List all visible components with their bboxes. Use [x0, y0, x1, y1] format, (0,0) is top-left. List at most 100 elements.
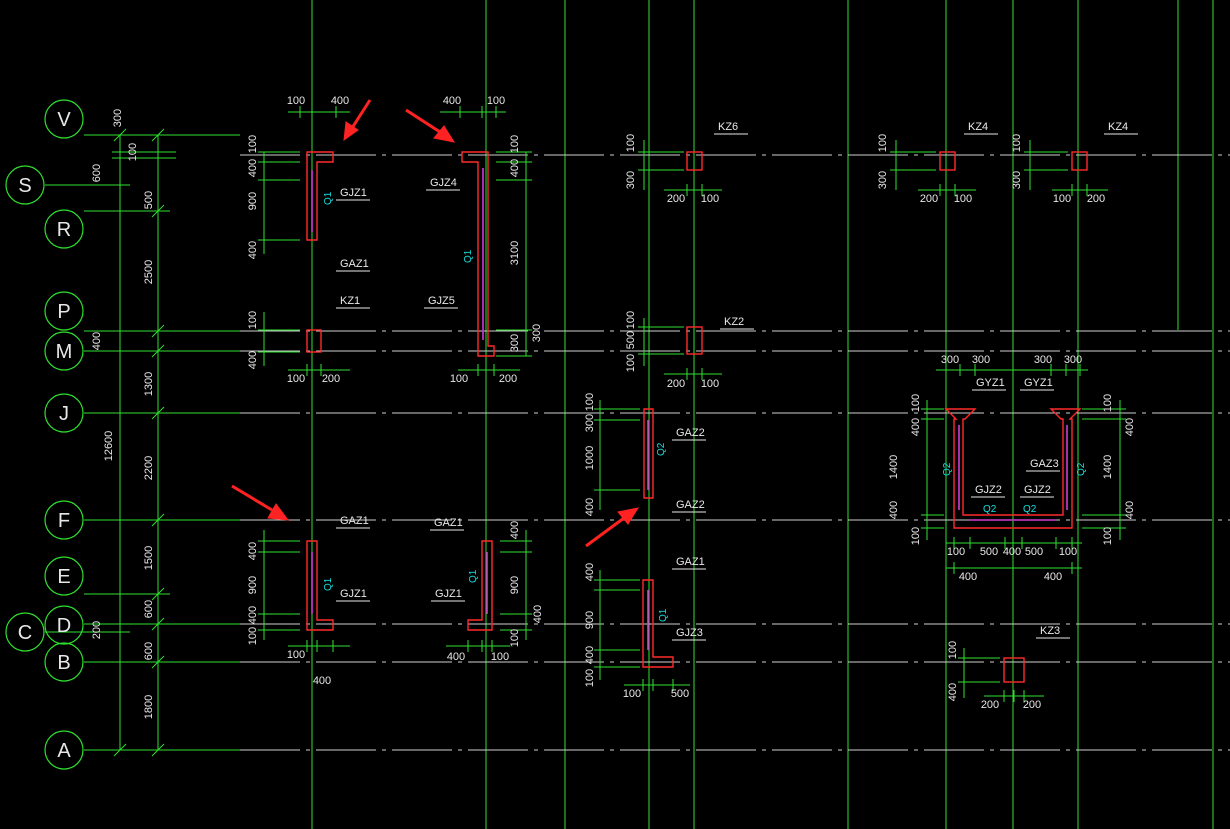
dimension-text: 100 [1053, 193, 1071, 205]
component-label: GJZ5 [428, 295, 455, 307]
component-tag: GJZ1 [336, 588, 370, 602]
dimension-text: 600 [143, 642, 155, 660]
component-tag: Q2 [1076, 462, 1087, 476]
axis-bubble-circle [5, 612, 45, 652]
dimension-text: 100 [509, 629, 521, 647]
wall-label: Q1 [323, 577, 334, 591]
dimension-text: 400 [1003, 546, 1021, 558]
dimension-text: 500 [1025, 546, 1043, 558]
dimension-text: 300 [625, 171, 637, 189]
axis-bubble-circle [44, 730, 84, 770]
axis-bubble-circle [44, 209, 84, 249]
dimension-text: 100 [623, 688, 641, 700]
dimension-text: 100 [487, 95, 505, 107]
axis-label: A [57, 740, 71, 762]
component-tag: Q1 [323, 577, 334, 591]
component-label: GJZ1 [340, 588, 367, 600]
axis-bubble-circle [44, 500, 84, 540]
vertical-grid-lines [311, 0, 1214, 829]
axis-bubble-circle [44, 291, 84, 331]
dimension-text: 100 [701, 193, 719, 205]
dimension-text: 200 [920, 193, 938, 205]
axis-bubble-P: P [44, 291, 84, 331]
dimension-text: 900 [584, 611, 596, 629]
component-label: GJZ1 [435, 588, 462, 600]
axis-bubble-M: M [44, 331, 84, 371]
component-tag: Q2 [656, 442, 667, 456]
dimension-text: 300 [531, 324, 543, 342]
dimension-text: 200 [91, 621, 103, 639]
axis-bubble-circle [44, 556, 84, 596]
dimension-text: 100 [947, 546, 965, 558]
dimension-text: 300 [972, 354, 990, 366]
axis-label: R [57, 219, 71, 241]
component-tag: GAZ1 [336, 258, 370, 272]
component-tag: Q1 [658, 608, 669, 622]
detail-dimension-lines [258, 106, 1126, 702]
dimension-text: 100 [287, 649, 305, 661]
dimension-text: 200 [981, 699, 999, 711]
dimension-text: 300 [1064, 354, 1082, 366]
dimension-text: 400 [888, 501, 900, 519]
axis-bubble-circle [44, 642, 84, 682]
component-tag: GAZ2 [672, 427, 706, 441]
dimension-text: 100 [910, 394, 922, 412]
component-label: GAZ2 [676, 499, 705, 511]
dimension-text: 400 [947, 683, 959, 701]
dimension-texts: 3001006005002500400130012600220015006002… [91, 95, 1136, 719]
component-label: GYZ1 [976, 377, 1005, 389]
dimension-text: 200 [499, 373, 517, 385]
dimension-text: 500 [671, 688, 689, 700]
dimension-text: 400 [584, 563, 596, 581]
component-tag: Q1 [463, 249, 474, 263]
component-tag: Q1 [323, 191, 334, 205]
component-label: GAZ1 [340, 515, 369, 527]
red-arrow-3 [231, 484, 290, 521]
dimension-text: 100 [954, 193, 972, 205]
dimension-text: 100 [450, 373, 468, 385]
axis-label: F [58, 510, 70, 532]
component-tag: KZ4 [1104, 121, 1138, 135]
dimension-text: 400 [443, 95, 461, 107]
dimension-text: 2500 [143, 260, 155, 284]
wall-label: Q2 [942, 462, 953, 476]
wall-label: Q2 [1023, 504, 1037, 515]
dimension-text: 300 [584, 414, 596, 432]
axis-leader-lines [45, 134, 240, 751]
component-tag: GYZ1 [1020, 377, 1054, 391]
component-tag: Q1 [468, 569, 479, 583]
dimension-text: 100 [287, 95, 305, 107]
dimension-text: 400 [1124, 418, 1136, 436]
wall-label: Q2 [1076, 462, 1087, 476]
dimension-text: 400 [1044, 571, 1062, 583]
dimension-text: 400 [331, 95, 349, 107]
left-dimension-chains [112, 128, 176, 757]
dimension-text: 100 [625, 134, 637, 152]
dimension-text: 1000 [584, 446, 596, 470]
dimension-text: 2200 [143, 456, 155, 480]
dimension-text: 600 [91, 164, 103, 182]
dimension-text: 100 [509, 135, 521, 153]
axis-bubble-circle [44, 605, 84, 645]
red-arrow-2 [405, 108, 456, 143]
dimension-text: 400 [910, 418, 922, 436]
component-label: KZ1 [340, 295, 360, 307]
axis-bubble-C: C [5, 612, 45, 652]
component-tag: KZ4 [964, 121, 998, 135]
dimension-text: 900 [247, 192, 259, 210]
dimension-text: 100 [491, 651, 509, 663]
dimension-text: 400 [584, 498, 596, 516]
dimension-text: 300 [112, 109, 124, 127]
dimension-text: 400 [247, 159, 259, 177]
dimension-text: 100 [1102, 527, 1114, 545]
axis-bubble-J: J [44, 393, 84, 433]
axis-label: C [18, 622, 32, 644]
dimension-text: 200 [322, 373, 340, 385]
red-arrow-4 [585, 507, 640, 548]
dimension-text: 300 [877, 171, 889, 189]
dimension-text: 300 [1011, 171, 1023, 189]
dimension-text: 200 [667, 378, 685, 390]
dimension-text: 500 [980, 546, 998, 558]
